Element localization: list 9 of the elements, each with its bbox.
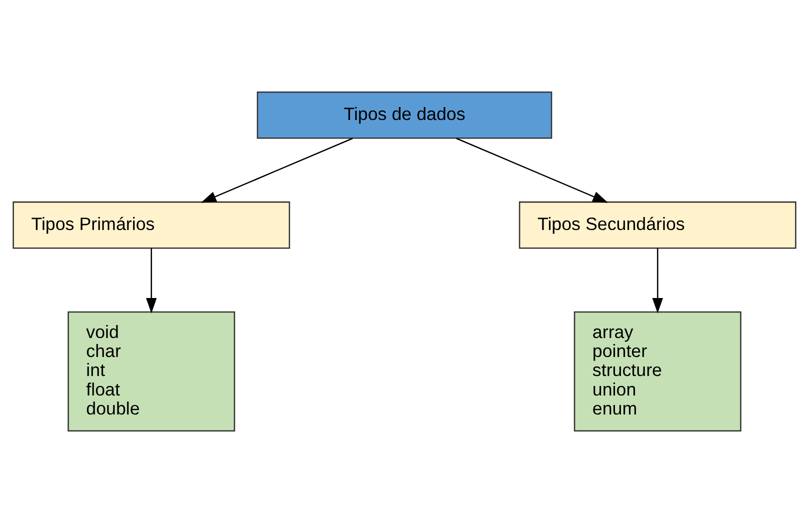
node-box: Tipos Secundários	[518, 200, 796, 248]
node-box: array pointer structure union enum	[574, 310, 742, 432]
node-box: Tipos de dados	[256, 90, 552, 138]
node-box: void char int float double	[68, 310, 236, 432]
arrow	[456, 137, 608, 202]
arrow	[200, 137, 353, 202]
arrow	[652, 248, 663, 313]
node-box: Tipos Primários	[12, 200, 290, 248]
arrow	[146, 248, 157, 313]
